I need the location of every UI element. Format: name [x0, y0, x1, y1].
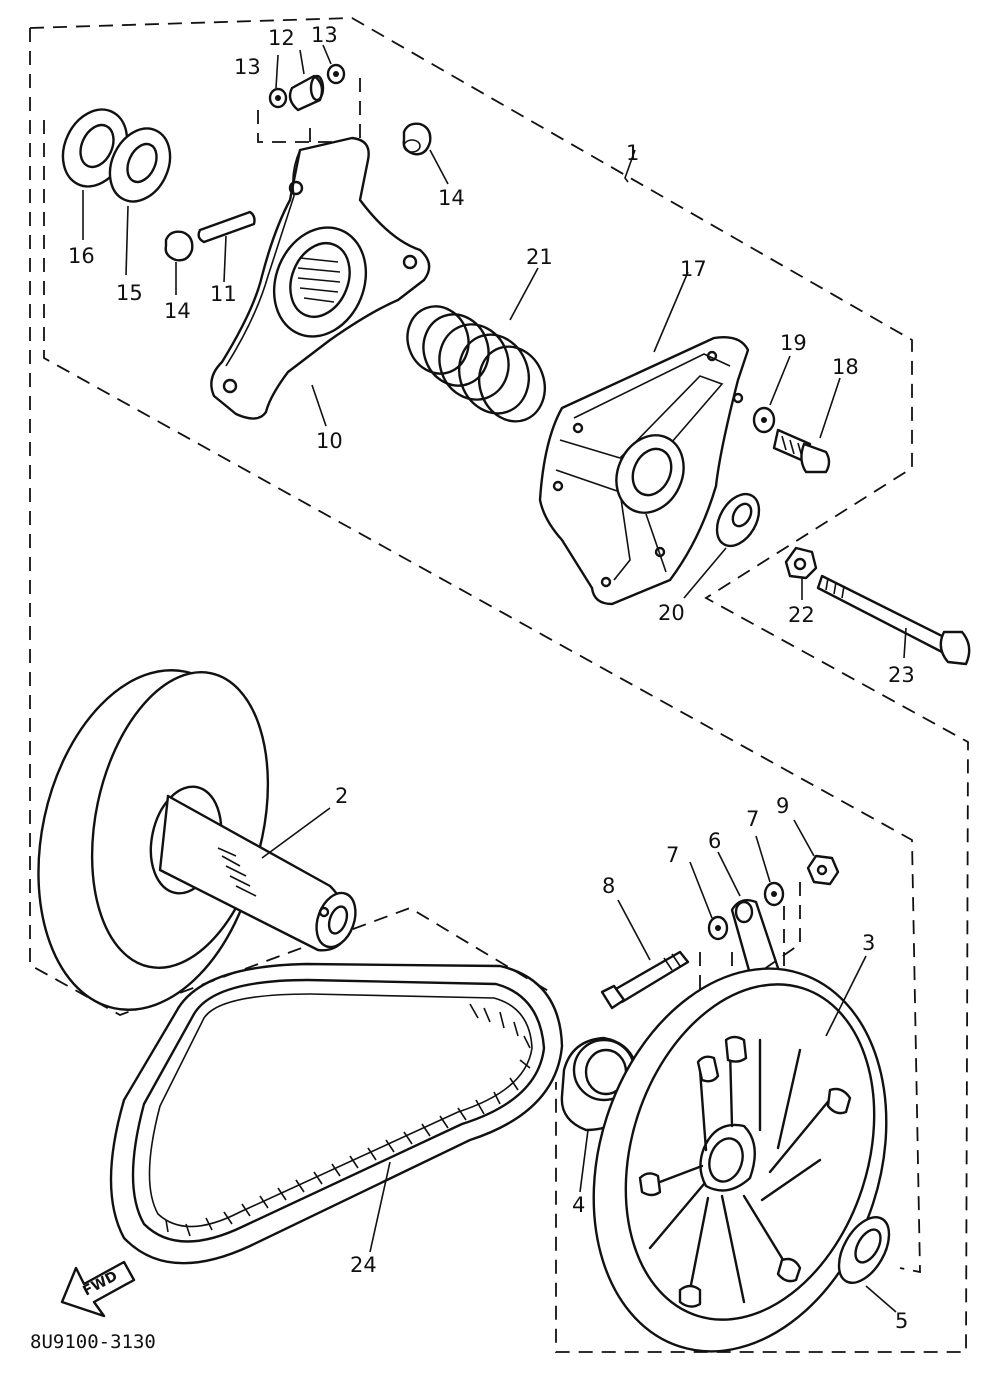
part-number-5: 5 — [895, 1309, 908, 1333]
part-number-18: 18 — [832, 355, 859, 379]
part-number-22: 22 — [788, 603, 815, 627]
part-number-12: 12 — [268, 26, 295, 50]
washer-part-5 — [837, 1216, 891, 1284]
bolt-part-23 — [816, 574, 971, 666]
part-number-13-right: 13 — [311, 23, 338, 47]
nut-part-22 — [784, 546, 818, 580]
part-number-9: 9 — [776, 794, 789, 818]
cover-plate-part-17 — [538, 336, 750, 606]
part-number-24: 24 — [350, 1253, 377, 1277]
cap-part-14-top — [402, 122, 432, 156]
washer-part-19 — [752, 406, 776, 434]
forward-arrow-icon: FWD — [60, 1260, 136, 1318]
washer-part-7-right — [763, 881, 785, 907]
bolt-part-8 — [600, 950, 690, 1010]
spider-part-10 — [210, 136, 431, 420]
part-number-17: 17 — [680, 257, 707, 281]
assembly-boundary — [29, 17, 969, 1353]
nut-part-9 — [806, 854, 840, 886]
part-number-2: 2 — [335, 784, 348, 808]
spring-part-21 — [406, 305, 546, 423]
part-number-7-right: 7 — [746, 807, 759, 831]
part-number-14-top: 14 — [438, 186, 465, 210]
washer-part-15 — [108, 127, 172, 203]
cap-part-14-left — [164, 230, 194, 262]
part-number-23: 23 — [888, 663, 915, 687]
bushing-part-13-left — [268, 87, 288, 109]
part-number-13-left: 13 — [234, 55, 261, 79]
sheave-part-3 — [592, 967, 888, 1353]
part-number-19: 19 — [780, 331, 807, 355]
bushing-part-13-right — [326, 63, 346, 85]
pin-part-11 — [197, 210, 256, 244]
part-number-20: 20 — [658, 601, 685, 625]
part-number-8: 8 — [602, 874, 615, 898]
part-number-10: 10 — [316, 429, 343, 453]
diagram-reference-code: 8U9100-3130 — [30, 1331, 156, 1353]
washer-part-7-left — [707, 915, 729, 941]
part-number-3: 3 — [862, 931, 875, 955]
part-number-14-left: 14 — [164, 299, 191, 323]
part-number-16: 16 — [68, 244, 95, 268]
part-number-11: 11 — [210, 282, 237, 306]
belt-part-24 — [109, 962, 564, 1265]
part-number-7-left: 7 — [666, 843, 679, 867]
part-number-15: 15 — [116, 281, 143, 305]
bolt-part-18 — [772, 428, 831, 474]
part-number-21: 21 — [526, 245, 553, 269]
part-number-1: 1 — [626, 141, 639, 165]
part-number-6: 6 — [708, 829, 721, 853]
collar-part-12 — [288, 74, 325, 112]
part-number-4: 4 — [572, 1193, 585, 1217]
part-number-labels: 1 2 3 4 5 6 7 7 8 9 10 11 12 13 13 14 14… — [68, 23, 915, 1333]
washer-part-20 — [715, 492, 761, 548]
sheave-part-2 — [37, 669, 357, 1011]
